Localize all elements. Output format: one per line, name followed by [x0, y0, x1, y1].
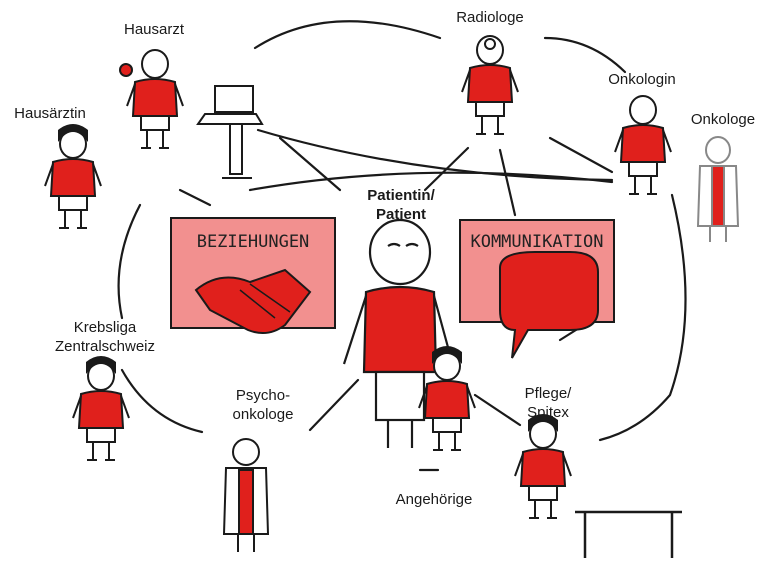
label-angehoerige: Angehörige [374, 490, 494, 509]
kommunikation-title: Kommunikation [460, 232, 614, 252]
label-krebsliga-line1: Krebsliga [30, 318, 180, 337]
label-psycho-line2: onkologe [208, 405, 318, 424]
label-patient-line2: Patient [346, 205, 456, 224]
phone-icon [120, 64, 132, 76]
label-krebsliga-line2: Zentralschweiz [30, 337, 180, 356]
head-mirror-icon [485, 39, 495, 49]
pflege-figure [515, 420, 571, 518]
label-hausaerztin: Hausärztin [4, 104, 96, 123]
table-icon [575, 512, 682, 558]
label-pflege-line2: Spitex [498, 403, 598, 422]
label-onkologin: Onkologin [592, 70, 692, 89]
label-psycho-line1: Psycho- [208, 386, 318, 405]
label-onkologe: Onkologe [676, 110, 770, 129]
onkologe-figure [698, 137, 738, 242]
krebsliga-figure [73, 362, 129, 460]
label-pflege-line1: Pflege/ [498, 384, 598, 403]
hausaerztin-figure [45, 130, 101, 228]
radiologe-figure [462, 36, 518, 134]
beziehungen-title: Beziehungen [171, 232, 335, 252]
onkologin-figure [615, 96, 671, 194]
label-radiologe: Radiologe [440, 8, 540, 27]
hausarzt-figure [127, 50, 183, 148]
laptop-icon [198, 86, 262, 178]
label-patient-line1: Patientin/ [346, 186, 456, 205]
psychoonkologe-figure [224, 439, 268, 552]
label-hausarzt: Hausarzt [112, 20, 196, 39]
